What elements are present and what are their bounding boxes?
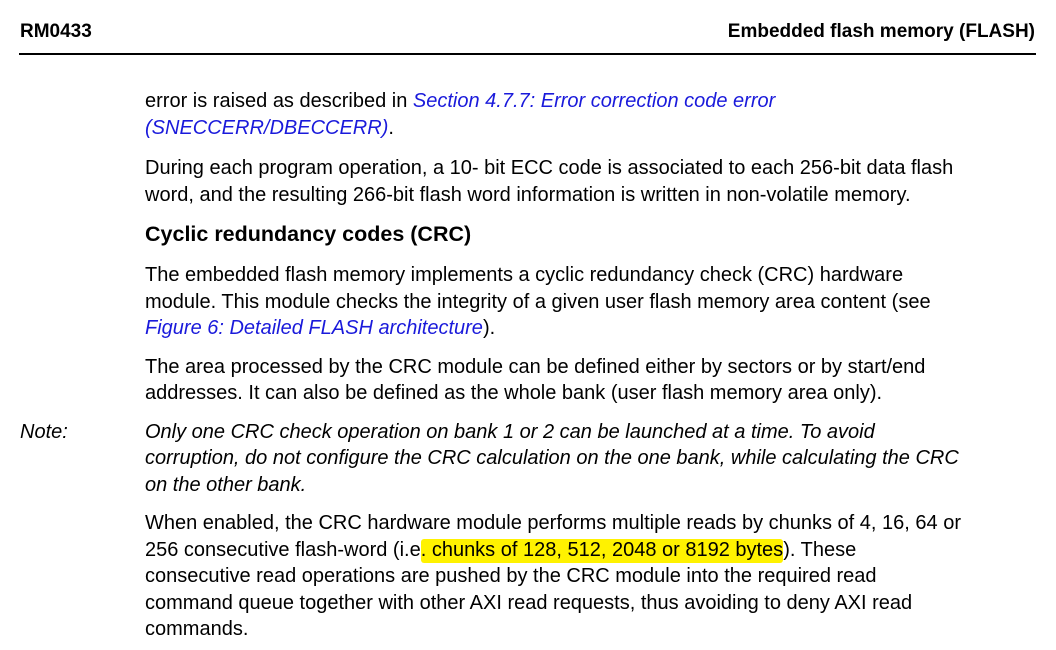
paragraph-line: module. This module checks the integrity… — [145, 290, 931, 313]
paragraph-text: ). — [482, 317, 496, 339]
paragraph-line: commands. — [145, 618, 249, 640]
note-line: Only one CRC check operation on bank 1 o… — [145, 420, 875, 443]
paragraph-line: The embedded flash memory implements a c… — [145, 264, 904, 286]
paragraph-crc-intro: The embedded flash memory implements a c… — [145, 262, 1045, 342]
highlighted-text: . chunks of 128, 512, 2048 or 8192 bytes — [420, 538, 784, 563]
chapter-title: Embedded flash memory (FLASH) — [727, 21, 1035, 42]
paragraph-ecc-program: During each program operation, a 10- bit… — [145, 155, 1045, 208]
paragraph-line: word, and the resulting 266-bit flash wo… — [145, 183, 911, 206]
document-id: RM0433 — [20, 21, 92, 42]
section-heading-crc: Cyclic redundancy codes (CRC) — [145, 222, 472, 246]
paragraph-line: consecutive read operations are pushed b… — [145, 565, 877, 587]
note-line: corruption, do not configure the CRC cal… — [145, 447, 959, 469]
paragraph-line: addresses. It can also be defined as the… — [145, 382, 883, 404]
paragraph-text: error is raised as described in — [145, 90, 413, 112]
paragraph-ecc-error-ref: error is raised as described in Section … — [145, 88, 1045, 141]
paragraph-text: ). These — [783, 538, 857, 561]
paragraph-text: 256 consecutive flash-word (i.e — [145, 538, 421, 561]
paragraph-line: command queue together with other AXI re… — [145, 591, 913, 614]
link-figure-6[interactable]: Figure 6: Detailed FLASH architecture — [145, 317, 483, 339]
link-section-4-7-7-cont[interactable]: (SNECCERR/DBECCERR) — [145, 116, 389, 139]
paragraph-line: During each program operation, a 10- bit… — [145, 157, 954, 179]
paragraph-text: . — [388, 116, 394, 139]
paragraph-line: When enabled, the CRC hardware module pe… — [145, 512, 961, 534]
link-section-4-7-7[interactable]: Section 4.7.7: Error correction code err… — [412, 90, 776, 112]
page-body: error is raised as described in Section … — [20, 88, 1045, 643]
paragraph-crc-reads: When enabled, the CRC hardware module pe… — [145, 510, 1045, 643]
paragraph-line: The area processed by the CRC module can… — [145, 355, 926, 378]
note-label: Note: — [20, 420, 68, 443]
paragraph-crc-area: The area processed by the CRC module can… — [145, 354, 1045, 407]
note-block: Note: Only one CRC check operation on ba… — [20, 419, 1045, 499]
note-line: on the other bank. — [145, 473, 307, 496]
header-divider — [19, 53, 1036, 55]
